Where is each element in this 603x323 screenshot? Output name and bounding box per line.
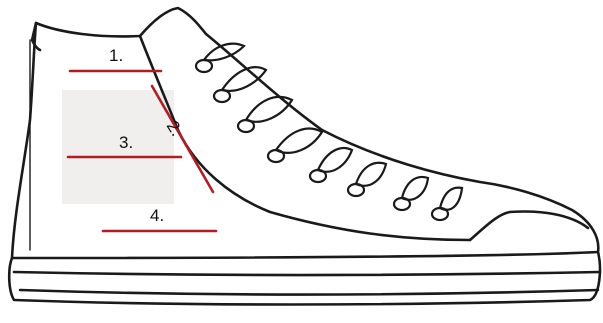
label-3: 3. xyxy=(119,134,133,151)
label-4: 4. xyxy=(150,207,164,224)
label-1: 1. xyxy=(109,47,123,64)
ankle-patch xyxy=(62,90,174,204)
